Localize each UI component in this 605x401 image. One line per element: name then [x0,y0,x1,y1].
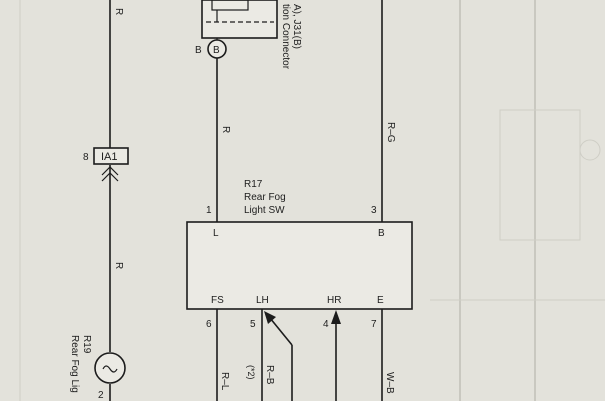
switch-terminal-fs: FS [211,295,224,306]
wire-upper-left-color: R [220,126,231,133]
switch-terminal-lh: LH [256,295,269,306]
switch-name-line2: Light SW [244,205,285,216]
left-wire-bottom-color: R [113,262,124,269]
wire-bottom-fs-color: R–L [219,372,230,391]
wire-bottom-lh-color: R–B [264,365,275,385]
rear-fog-light-switch-box [186,221,413,310]
junction-ia1-label: IA1 [101,151,118,163]
switch-pin-7: 7 [371,319,377,330]
switch-id: R17 [244,179,263,190]
switch-pin-5: 5 [250,319,256,330]
switch-name-line1: Rear Fog [244,192,286,203]
switch-pin-top-left: 1 [206,205,212,216]
switch-pin-top-right: 3 [371,205,377,216]
junction-connector-block [201,0,278,40]
wire-bottom-lh-note: (*2) [246,365,256,380]
show-through-ghost [19,0,605,401]
switch-terminal-b: B [378,228,385,239]
fog-light-pin: 2 [98,390,104,401]
switch-arrow-hr [331,310,341,324]
junction-connector-ia1 [93,147,129,182]
connector-rotated-text-1: A), J31(B) [291,4,302,49]
junction-ia1-pin: 8 [83,152,89,163]
switch-pin-4: 4 [323,319,329,330]
switch-arrow-lh [264,311,293,401]
rear-fog-light-r19 [94,352,126,384]
switch-terminal-l: L [213,228,219,239]
fog-light-name: Rear Fog Lig [69,335,80,393]
connector-pin-circle-letter: B [213,45,220,56]
wire-bottom-e-color: W–B [384,372,395,394]
switch-terminal-hr: HR [327,295,341,306]
connector-pin-left-letter: B [195,45,202,56]
left-wire-top-color: R [113,8,124,15]
bottom-wires [216,309,383,401]
wire-upper-right-color: R–G [385,122,396,143]
connector-rotated-text-2: tion Connector [280,4,291,70]
fog-light-id: R19 [81,335,92,354]
switch-terminal-e: E [377,295,384,306]
switch-pin-6: 6 [206,319,212,330]
